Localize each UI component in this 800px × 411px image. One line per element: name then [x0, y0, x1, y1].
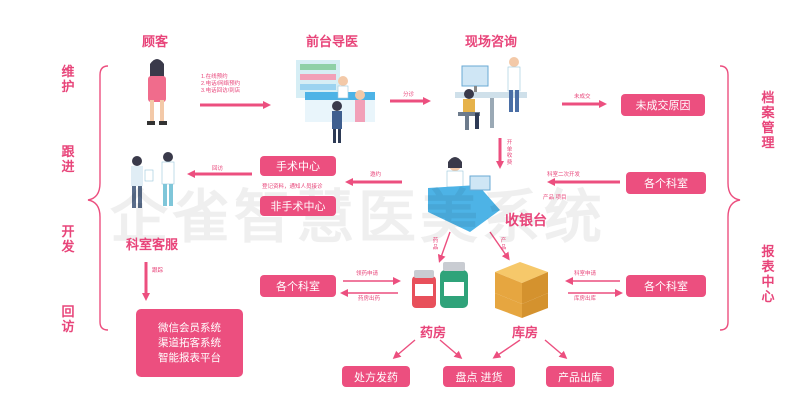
- arrow-cashier-to-warehouse: [489, 231, 510, 261]
- system-report: 智能报表平台: [158, 351, 221, 364]
- label-product-item: 产品 项目: [543, 195, 567, 201]
- label-issue-drug: 药房出药: [358, 296, 381, 302]
- label-unclosed: 未成交: [574, 94, 591, 100]
- label-product: 产品: [500, 238, 507, 251]
- system-channel: 渠道拓客系统: [158, 336, 221, 349]
- label-guide: 分诊: [403, 92, 415, 98]
- label-dept-secondary: 科室二次开发: [547, 172, 581, 178]
- watermark: 企雀智慧医美系统: [110, 185, 607, 250]
- label-warehouse-out: 库房出库: [574, 296, 597, 302]
- systems-box: 微信会员系统 渠道拓客系统 智能报表平台: [136, 309, 243, 377]
- label-order-pay: 开单收费: [506, 140, 513, 166]
- pharmacy-illustration: [412, 262, 468, 308]
- label-drug: 药品: [432, 238, 439, 251]
- left-bracket: [87, 65, 109, 331]
- title-front-desk: 前台导医: [306, 34, 359, 49]
- box-unclosed-reason: 未成交原因: [621, 94, 705, 116]
- box-depts-right-top: 各个科室: [626, 172, 706, 194]
- side-maintain: 维护: [61, 64, 75, 94]
- label-surgery-note: 登记资料，通知人员接诊: [262, 184, 323, 190]
- box-outbound: 产品出库: [546, 366, 614, 387]
- box-inventory: 盘点 进货: [443, 366, 515, 387]
- arrow-warehouse-to-inventory: [492, 339, 521, 359]
- arrow-pharmacy-to-inventory: [439, 339, 463, 359]
- label-followup: 跟踪: [152, 268, 164, 274]
- side-archive: 档案管理: [761, 90, 775, 150]
- side-revisit: 回访: [61, 304, 75, 334]
- cashier-illustration: [428, 157, 500, 232]
- customer-illustration: [147, 59, 167, 125]
- title-warehouse: 库房: [512, 325, 539, 340]
- arrow-pharmacy-to-prescription: [392, 339, 416, 359]
- box-depts-right-bottom: 各个科室: [626, 275, 706, 297]
- side-follow: 跟进: [61, 144, 75, 174]
- box-non-surgery-center: 非手术中心: [260, 196, 336, 216]
- side-report: 报表中心: [761, 244, 775, 304]
- title-dept-service: 科室客服: [126, 237, 179, 252]
- arrow-cashier-to-pharmacy: [437, 231, 451, 263]
- title-pharmacy: 药房: [420, 325, 447, 340]
- label-apply-dept: 科室申请: [574, 271, 597, 277]
- dept-service-illustration: [131, 152, 175, 208]
- box-surgery-center: 手术中心: [260, 156, 336, 176]
- label-return-visit: 回访: [212, 166, 224, 172]
- arrow-warehouse-to-outbound: [544, 339, 568, 359]
- system-wechat-member: 微信会员系统: [158, 321, 221, 334]
- box-prescription: 处方发药: [342, 366, 410, 387]
- consult-illustration: [455, 57, 527, 130]
- customer-step-1: 1.在线预约: [201, 74, 228, 80]
- title-cashier: 收银台: [505, 212, 547, 228]
- right-bracket: [719, 65, 741, 331]
- label-apply-pick: 领药申请: [356, 271, 379, 277]
- warehouse-illustration: [495, 262, 548, 318]
- side-develop: 开发: [61, 224, 75, 254]
- title-consult: 现场咨询: [465, 34, 518, 49]
- box-depts-left: 各个科室: [260, 275, 336, 297]
- customer-step-2: 2.电话/网络预约: [201, 81, 241, 87]
- customer-step-3: 3.电话回访/到店: [201, 88, 241, 94]
- label-invite: 邀约: [370, 172, 382, 178]
- title-customer: 顾客: [142, 34, 169, 49]
- front-desk-illustration: [296, 60, 375, 143]
